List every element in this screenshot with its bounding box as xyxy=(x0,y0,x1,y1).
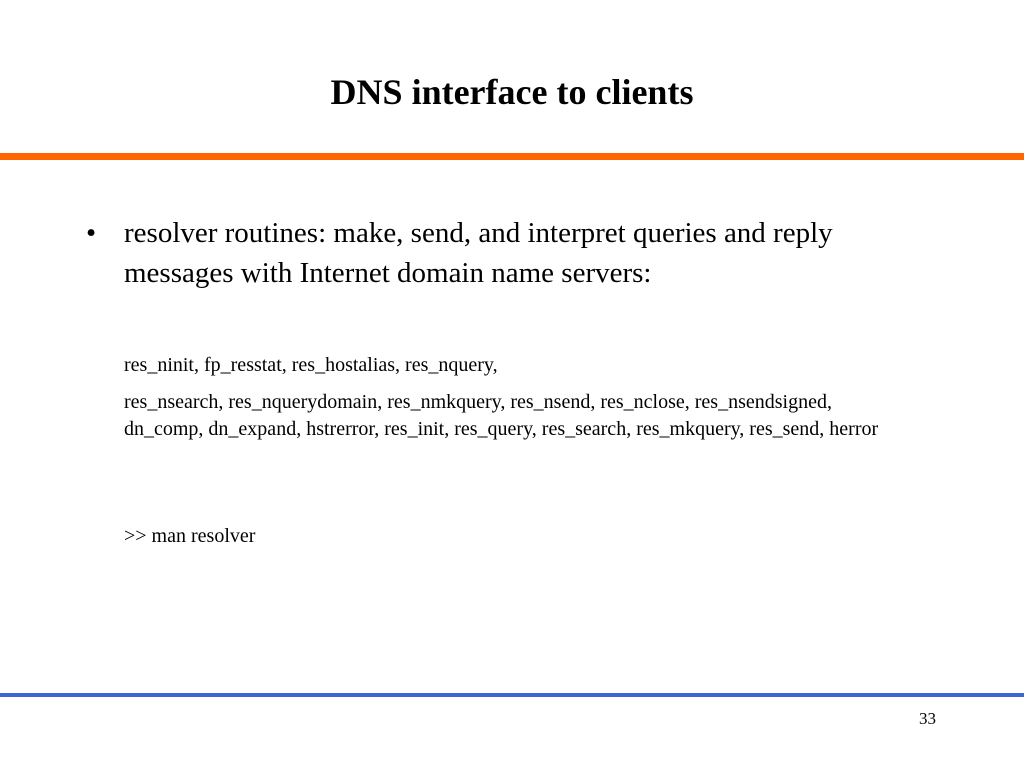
page-number: 33 xyxy=(919,709,936,728)
routines-block-2: res_nsearch, res_nquerydomain, res_nmkqu… xyxy=(124,391,879,440)
bullet-list: • resolver routines: make, send, and int… xyxy=(86,213,906,293)
bullet-text: resolver routines: make, send, and inter… xyxy=(124,217,833,289)
title-divider-orange xyxy=(0,153,1024,160)
bullet-item: • resolver routines: make, send, and int… xyxy=(86,213,906,293)
routines-line-1: res_ninit, fp_resstat, res_hostalias, re… xyxy=(124,354,498,376)
slide-title: DNS interface to clients xyxy=(330,72,694,112)
footer-divider-blue xyxy=(0,693,1024,697)
man-command: >> man resolver xyxy=(124,525,256,547)
bullet-marker: • xyxy=(86,217,97,249)
